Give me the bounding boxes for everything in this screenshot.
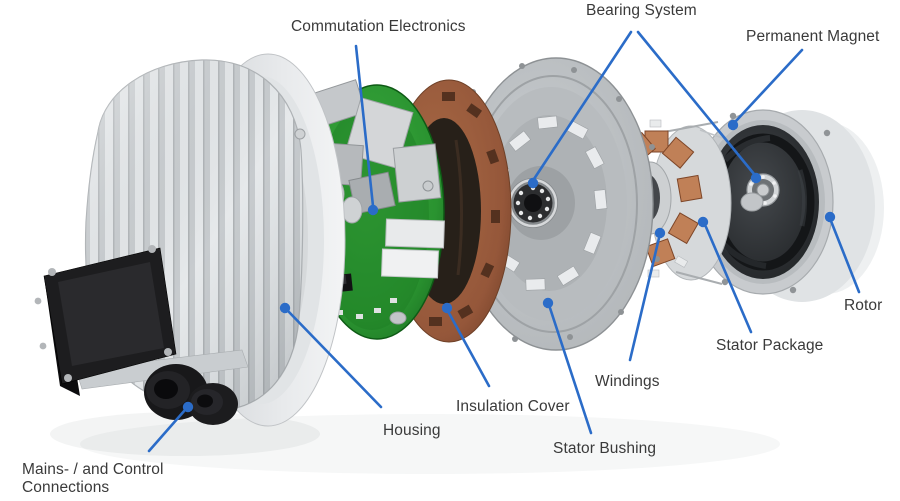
terminal-box-screws — [34, 245, 172, 382]
label-stator-bushing: Stator Bushing — [553, 440, 657, 457]
dot-permanent-magnet — [727, 119, 739, 131]
label-mains-line1: Mains- / and Control — [22, 461, 164, 478]
dot-mains-connections — [182, 401, 194, 413]
dot-insulation-cover — [441, 302, 453, 314]
floor-shadow — [50, 412, 780, 474]
dot-rotor — [824, 211, 836, 223]
leader-commutation-electronics — [354, 44, 375, 208]
leader-stator-package — [704, 225, 753, 334]
label-housing: Housing — [383, 422, 441, 439]
leader-bearing-left — [532, 30, 633, 181]
label-mains-line2: Connections — [22, 479, 110, 496]
leader-bearing-right — [636, 30, 756, 176]
leader-rotor — [829, 219, 861, 294]
rotor-bearing — [740, 173, 780, 212]
label-commutation-electronics: Commutation Electronics — [291, 18, 466, 35]
label-insulation-cover: Insulation Cover — [456, 398, 570, 415]
dot-stator-bushing — [542, 297, 554, 309]
dot-housing — [279, 302, 291, 314]
dot-commutation-electronics — [367, 204, 379, 216]
callout-lines — [147, 30, 861, 453]
label-windings: Windings — [595, 373, 660, 390]
leader-stator-bushing — [548, 306, 593, 435]
terminal-box — [34, 245, 177, 396]
housing-illustration — [34, 53, 346, 427]
bushing-bearing — [507, 166, 575, 240]
leader-permanent-magnet — [734, 48, 804, 123]
leader-windings — [628, 236, 661, 362]
dot-stator-package — [697, 216, 709, 228]
label-bearing-system: Bearing System — [586, 2, 697, 19]
label-permanent-magnet: Permanent Magnet — [746, 28, 880, 45]
leader-mains-connections — [147, 408, 187, 453]
label-stator-package: Stator Package — [716, 337, 824, 354]
label-rotor: Rotor — [844, 297, 883, 314]
dot-bearing-right — [750, 172, 762, 184]
callout-dots — [182, 119, 836, 413]
leader-insulation-cover — [447, 311, 491, 388]
dot-bearing-left — [527, 177, 539, 189]
leader-housing — [286, 309, 383, 409]
dot-windings — [654, 227, 666, 239]
rotor-illustration — [692, 109, 884, 302]
label-mains-control-connections: Mains- / and Control Connections — [22, 461, 164, 497]
housing-screw — [294, 128, 306, 140]
